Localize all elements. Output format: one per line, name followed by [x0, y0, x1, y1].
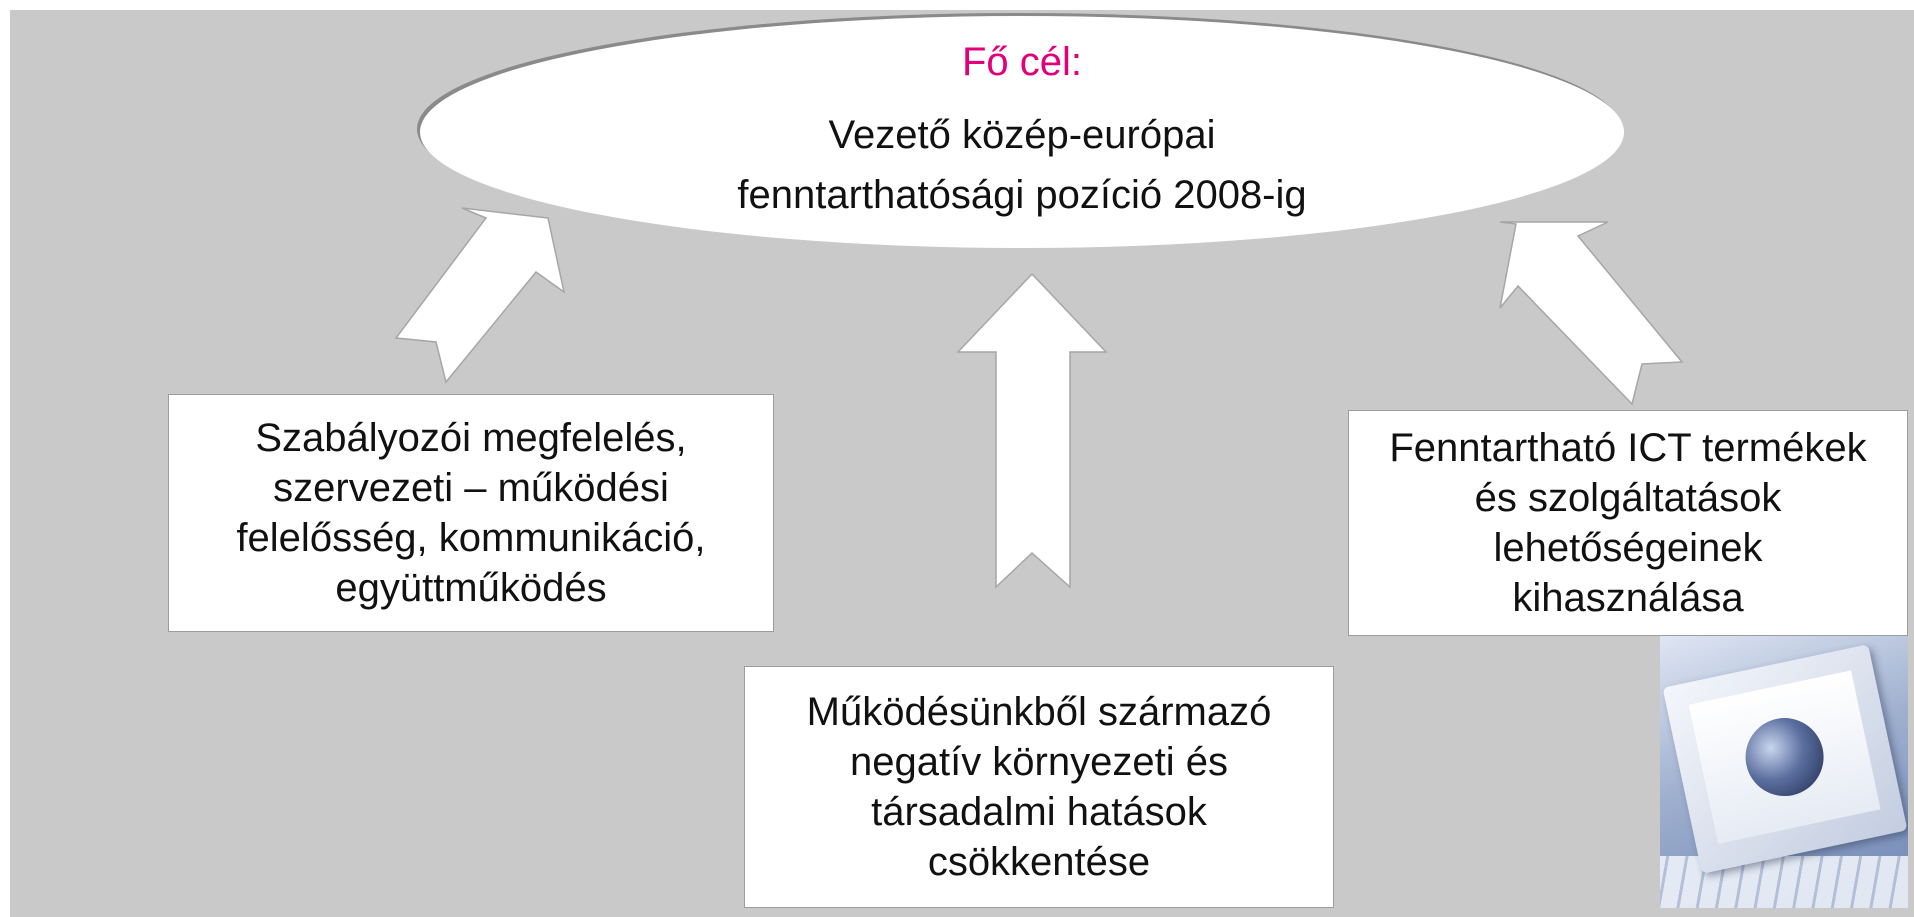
box-right-text: Fenntartható ICT termékek és szolgáltatá…: [1389, 423, 1866, 623]
arrow-center: [956, 272, 1108, 589]
box-regulatory-compliance: Szabályozói megfelelés, szervezeti – műk…: [168, 394, 774, 632]
arrow-left: [394, 207, 566, 384]
main-goal-line-2: fenntarthatósági pozíció 2008-ig: [737, 173, 1307, 217]
box-right-line-2: és szolgáltatások: [1474, 476, 1782, 520]
box-impact-reduction: Működésünkből származó negatív környezet…: [744, 666, 1334, 908]
box-right-line-3: lehetőségeinek: [1493, 526, 1763, 570]
monitor-screen: [1688, 670, 1881, 844]
globe-icon: [1738, 710, 1831, 804]
box-bottom-line-4: csökkentése: [927, 840, 1151, 884]
box-sustainable-ict: Fenntartható ICT termékek és szolgáltatá…: [1348, 410, 1908, 636]
arrow-right: [1499, 221, 1684, 406]
box-bottom-line-1: Működésünkből származó: [806, 690, 1272, 734]
box-left-line-1: Szabályozói megfelelés,: [255, 416, 687, 460]
box-left-text: Szabályozói megfelelés, szervezeti – műk…: [236, 413, 705, 613]
box-right-line-4: kihasználása: [1512, 576, 1744, 620]
box-bottom-line-2: negatív környezeti és: [849, 740, 1228, 784]
main-goal-label: Fő cél:: [961, 40, 1083, 84]
keyboard-graphic: [1660, 856, 1908, 908]
main-goal-line-1: Vezető közép-európai: [828, 113, 1216, 157]
box-right-line-1: Fenntartható ICT termékek: [1389, 426, 1867, 470]
box-left-line-3: felelősség, kommunikáció,: [236, 516, 706, 560]
box-left-line-2: szervezeti – működési: [273, 466, 669, 510]
main-goal-ellipse: [420, 16, 1624, 248]
box-bottom-text: Működésünkből származó negatív környezet…: [807, 687, 1272, 887]
box-bottom-line-3: társadalmi hatások: [871, 790, 1207, 834]
monitor-icon: [1662, 644, 1908, 874]
box-left-line-4: együttműködés: [335, 566, 607, 610]
computer-globe-photo: [1660, 636, 1908, 908]
main-goal-text: Vezető közép-európai fenntarthatósági po…: [420, 105, 1624, 225]
